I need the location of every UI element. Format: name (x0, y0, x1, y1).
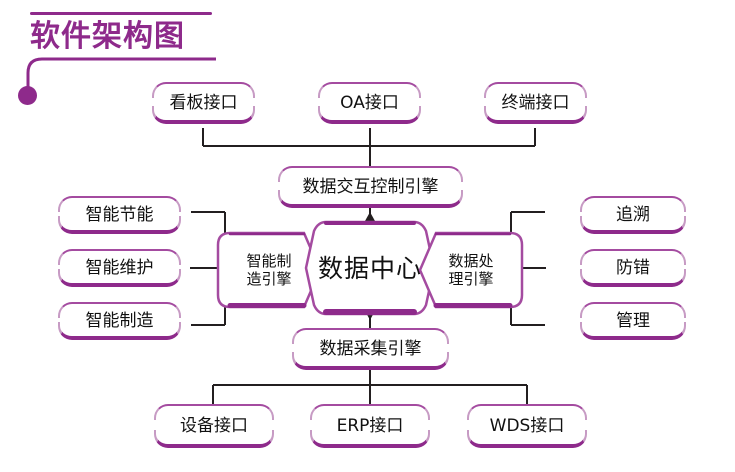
node-label: 数据采集引擎 (319, 338, 422, 359)
node-label: OA接口 (340, 92, 399, 113)
node-smart-maintenance[interactable]: 智能维护 (56, 249, 183, 287)
node-equipment-interface[interactable]: 设备接口 (152, 404, 276, 448)
node-label: 智能制 造引擎 (246, 252, 291, 288)
node-kanban-interface[interactable]: 看板接口 (150, 82, 257, 124)
left-engine-shape (216, 231, 322, 309)
node-label: 数据处 理引擎 (448, 252, 493, 288)
node-error-proofing[interactable]: 防错 (578, 249, 688, 287)
node-oa-interface[interactable]: OA接口 (316, 82, 423, 124)
node-label: 数据交互控制引擎 (302, 176, 439, 197)
right-engine-shape (418, 231, 524, 309)
node-label: 智能维护 (85, 257, 154, 278)
node-erp-interface[interactable]: ERP接口 (308, 404, 432, 448)
node-label: 防错 (616, 257, 650, 278)
node-label: 看板接口 (169, 92, 238, 113)
node-label: 数据中心 (317, 253, 422, 283)
node-terminal-interface[interactable]: 终端接口 (482, 82, 589, 124)
title-underline-curve (26, 57, 216, 98)
node-label: 追溯 (616, 204, 650, 225)
title-block: 软件架构图 (0, 0, 260, 110)
node-smart-energy-saving[interactable]: 智能节能 (56, 196, 183, 234)
node-data-center[interactable]: 数据中心 (304, 219, 436, 317)
node-label-line1: 数据处 (448, 252, 494, 270)
node-label: 设备接口 (180, 415, 248, 436)
node-label-line2: 造引擎 (246, 270, 292, 288)
node-label: 智能节能 (85, 204, 154, 225)
node-label: ERP接口 (336, 415, 404, 436)
data-center-shape (304, 220, 436, 316)
node-label-line1: 智能制 (246, 252, 292, 270)
node-label-line2: 理引擎 (448, 270, 494, 288)
node-smart-manufacturing-engine[interactable]: 智能制 造引擎 (216, 231, 322, 309)
node-label: WDS接口 (489, 415, 565, 436)
title-bullet-dot (18, 86, 37, 105)
node-management[interactable]: 管理 (578, 302, 688, 340)
node-label: 智能制造 (85, 310, 154, 331)
node-data-processing-engine[interactable]: 数据处 理引擎 (418, 231, 524, 309)
node-label: 管理 (616, 310, 650, 331)
node-traceability[interactable]: 追溯 (578, 196, 688, 234)
node-label: 终端接口 (501, 92, 570, 113)
node-data-exchange-control-engine[interactable]: 数据交互控制引擎 (276, 166, 465, 208)
node-data-collection-engine[interactable]: 数据采集引擎 (290, 328, 451, 370)
node-smart-manufacturing[interactable]: 智能制造 (56, 302, 183, 340)
title-top-rule (30, 12, 212, 15)
page-title: 软件架构图 (30, 19, 185, 54)
node-wds-interface[interactable]: WDS接口 (465, 404, 589, 448)
